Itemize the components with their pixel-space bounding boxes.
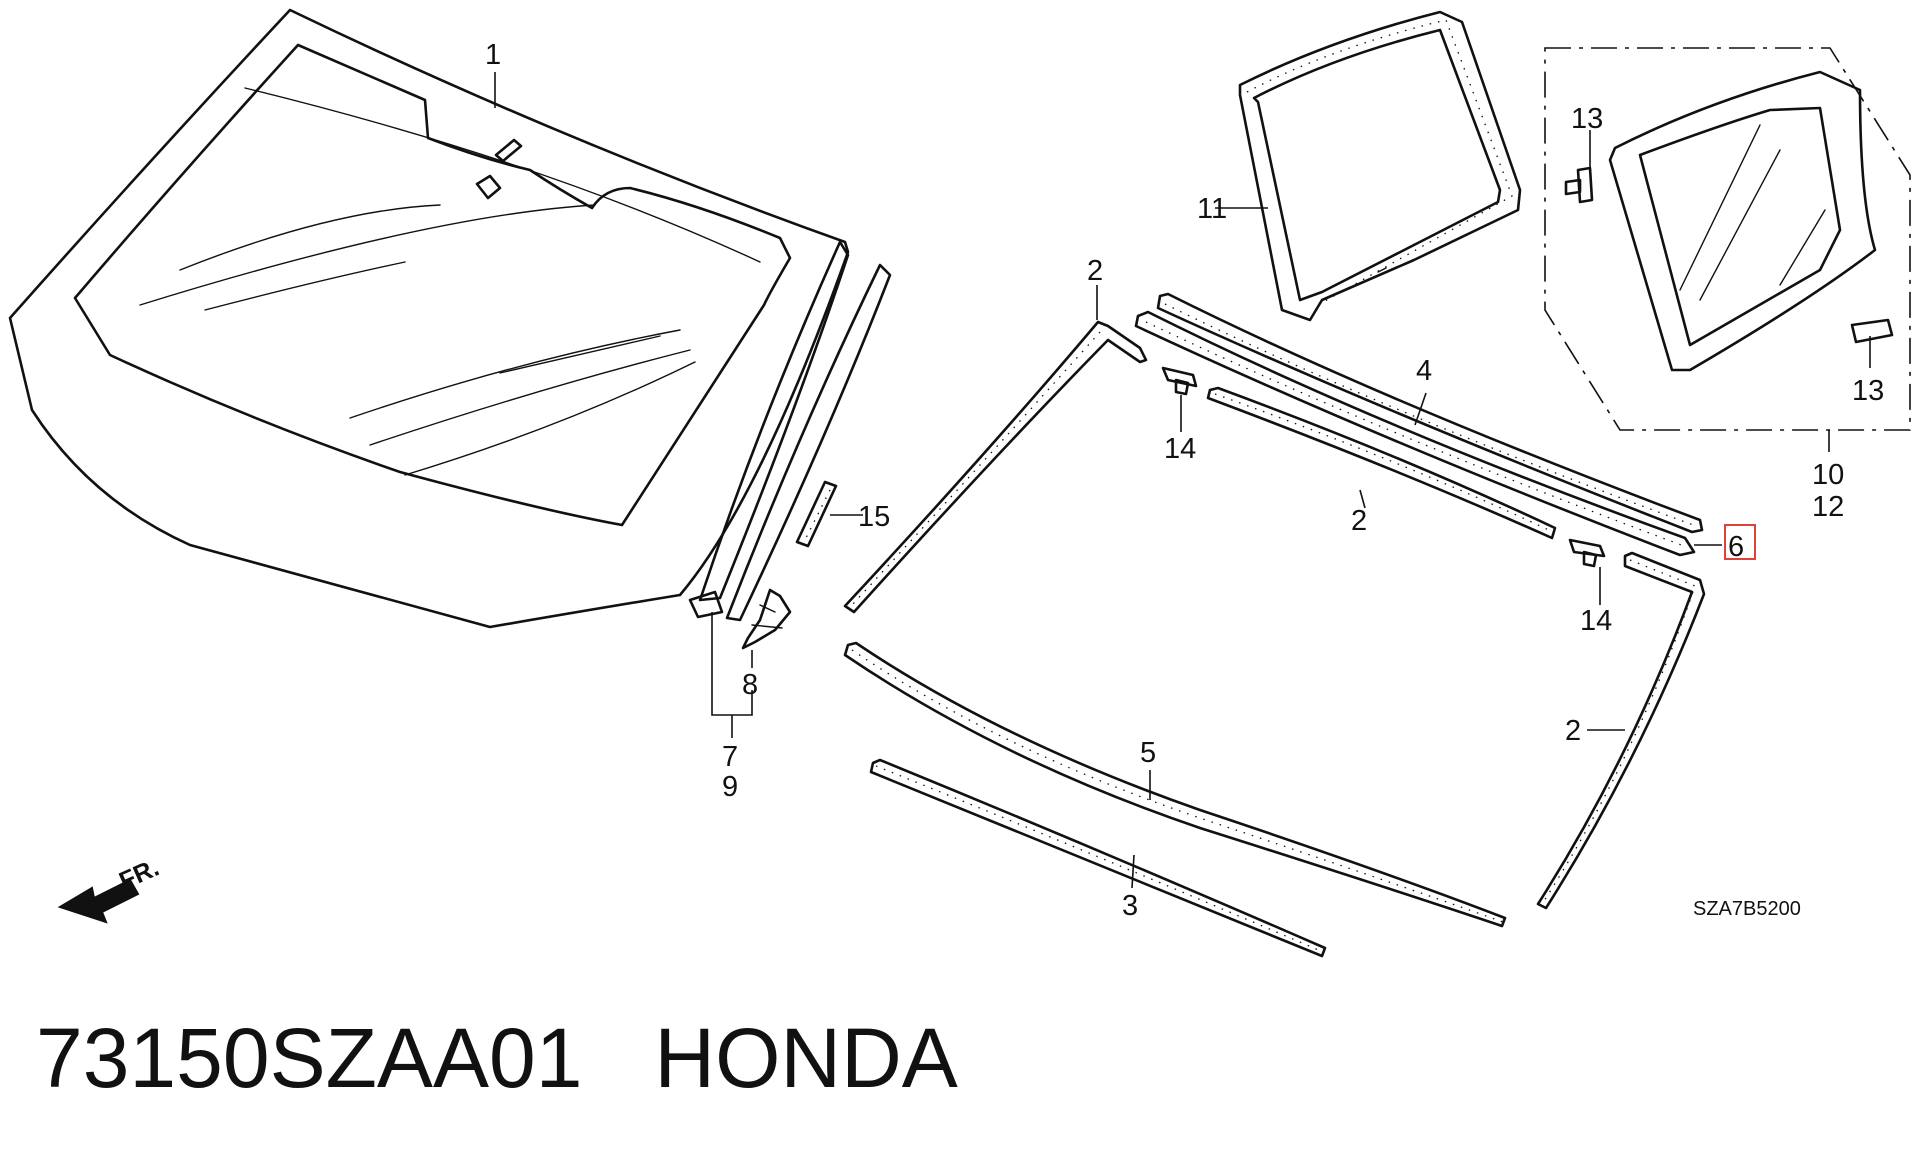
dam-rubber-part-3[interactable]: [869, 758, 1327, 958]
callout-8: 8: [742, 669, 758, 701]
pillar-garnish[interactable]: [688, 240, 892, 622]
callout-13-bottom: 13: [1852, 375, 1884, 407]
callout-6-highlight: [1724, 524, 1756, 560]
leader-lines: [494, 72, 1871, 889]
part-number: 73150SZAA01: [36, 1011, 583, 1105]
clip-13-bottom[interactable]: [1850, 318, 1894, 344]
callout-11: 11: [1197, 193, 1227, 225]
callout-1: 1: [485, 39, 501, 71]
diagram-code: SZA7B5200: [1693, 898, 1801, 920]
callout-10: 10: [1812, 459, 1844, 491]
callout-2-left: 2: [1087, 255, 1103, 287]
callout-5: 5: [1140, 737, 1156, 769]
brand-name: HONDA: [654, 1011, 958, 1105]
front-arrow: FR.: [57, 854, 163, 924]
callout-2-right: 2: [1565, 715, 1581, 747]
callout-13-top: 13: [1571, 103, 1603, 135]
clip-14-left[interactable]: [1161, 366, 1198, 396]
windshield-glass[interactable]: [8, 8, 850, 629]
callout-3: 3: [1122, 890, 1138, 922]
lower-molding-part-5[interactable]: [843, 641, 1507, 928]
callout-9: 9: [722, 771, 738, 803]
part-number-line: 73150SZAA01 HONDA: [36, 1008, 958, 1108]
arrow-left-icon: [57, 878, 140, 924]
callout-14-left: 14: [1164, 433, 1196, 465]
upper-molding-part-4[interactable]: [1134, 292, 1704, 557]
callout-4: 4: [1416, 355, 1432, 387]
strip-part-15[interactable]: [795, 480, 838, 548]
callouts: 1 2 2 2 3 4 5 6 7 8 9 10 11 12 13 13 14 …: [485, 39, 1884, 922]
clip-14-right[interactable]: [1568, 538, 1606, 568]
callout-7: 7: [722, 741, 738, 773]
callout-12: 12: [1812, 491, 1844, 523]
clip-13-top[interactable]: [1564, 166, 1594, 204]
callout-15: 15: [858, 501, 890, 533]
molding-left[interactable]: [843, 320, 1148, 614]
callout-6: 6: [1728, 531, 1744, 563]
molding-right[interactable]: [1536, 551, 1706, 910]
callout-14-right: 14: [1580, 605, 1612, 637]
callout-2-center: 2: [1351, 505, 1367, 537]
bracket-part-8[interactable]: [741, 588, 792, 650]
molding-center[interactable]: [1206, 386, 1557, 540]
quarter-glass-part-10[interactable]: [1544, 47, 1911, 431]
side-glass-part-11[interactable]: [1238, 10, 1522, 322]
